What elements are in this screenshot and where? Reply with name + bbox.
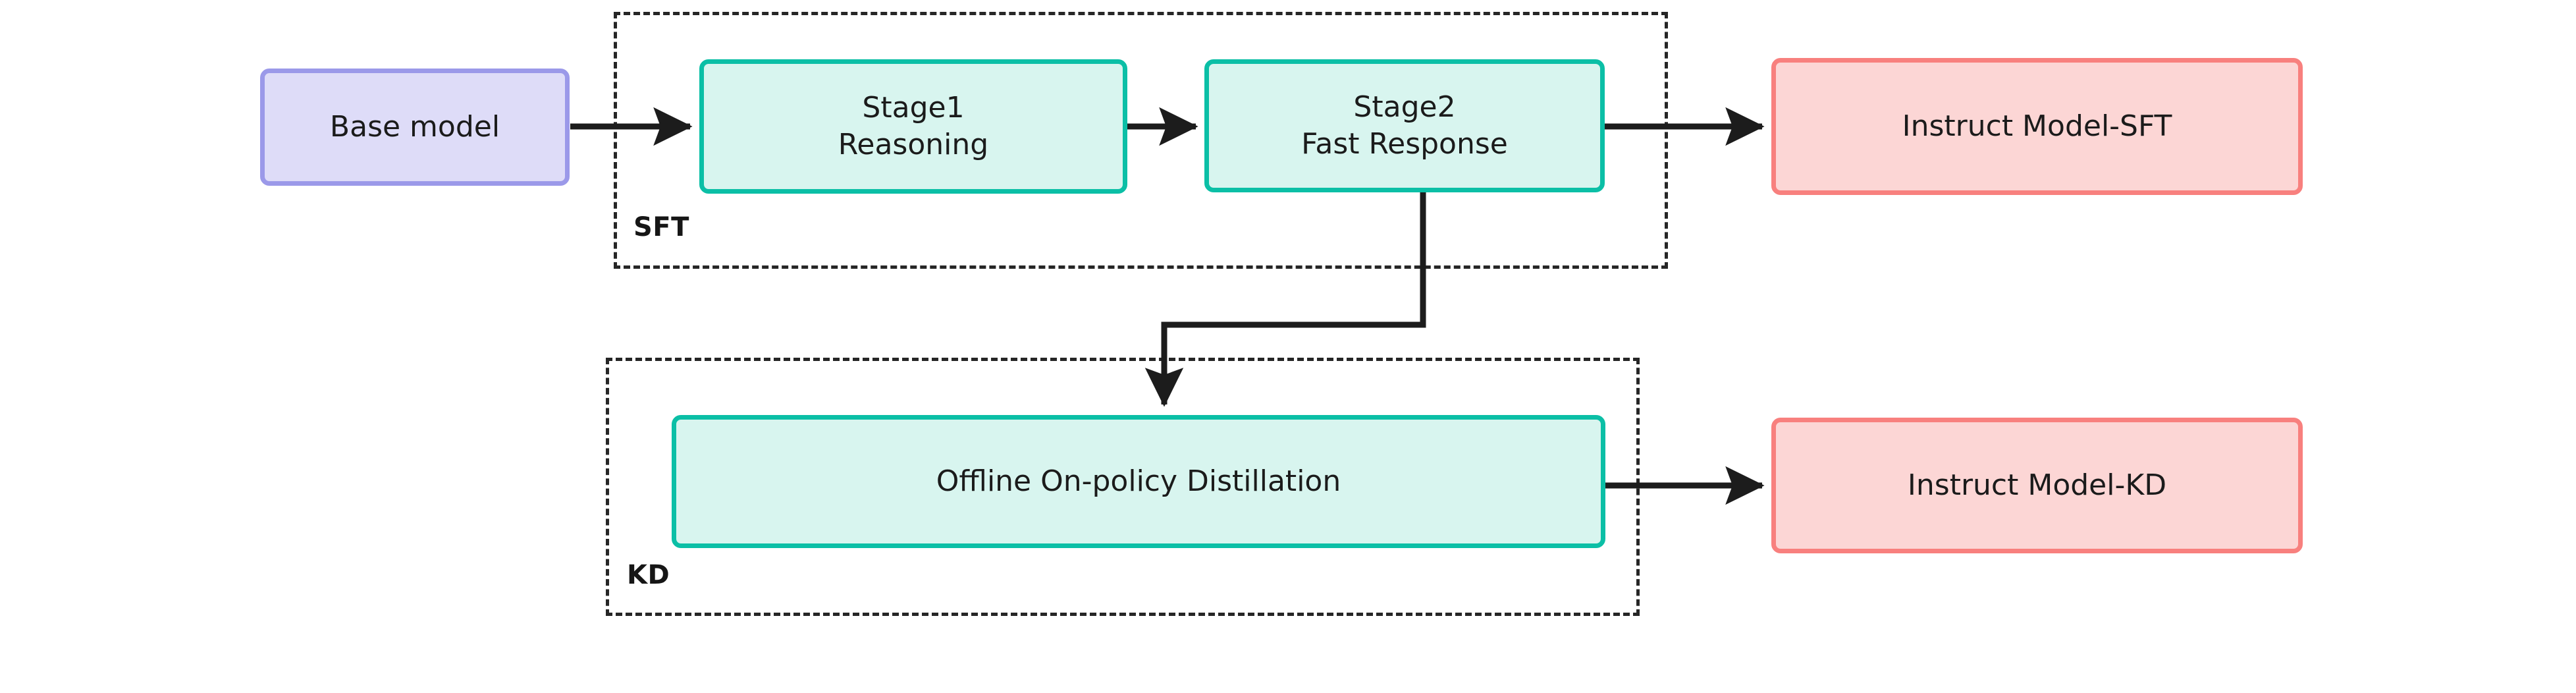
node-base-model-label: Base model	[329, 109, 500, 144]
node-stage1[interactable]: Stage1 Reasoning	[699, 59, 1127, 194]
group-sft	[614, 12, 1668, 269]
node-offline-onpolicy-distillation-label: Offline On-policy Distillation	[936, 464, 1341, 498]
node-stage1-title: Stage1	[862, 90, 965, 125]
node-offline-onpolicy-distillation[interactable]: Offline On-policy Distillation	[672, 415, 1605, 548]
node-stage2[interactable]: Stage2 Fast Response	[1204, 59, 1605, 192]
node-instruct-model-sft[interactable]: Instruct Model-SFT	[1771, 58, 2303, 195]
node-stage2-title: Stage2	[1353, 90, 1456, 124]
group-kd-label: KD	[627, 560, 670, 590]
node-instruct-model-kd-label: Instruct Model-KD	[1907, 468, 2167, 502]
node-instruct-model-kd[interactable]: Instruct Model-KD	[1771, 418, 2303, 553]
group-sft-label: SFT	[633, 212, 689, 242]
node-stage2-subtitle: Fast Response	[1301, 127, 1508, 161]
node-stage1-subtitle: Reasoning	[838, 128, 989, 161]
node-base-model[interactable]: Base model	[260, 69, 570, 186]
node-instruct-model-sft-label: Instruct Model-SFT	[1902, 109, 2172, 143]
